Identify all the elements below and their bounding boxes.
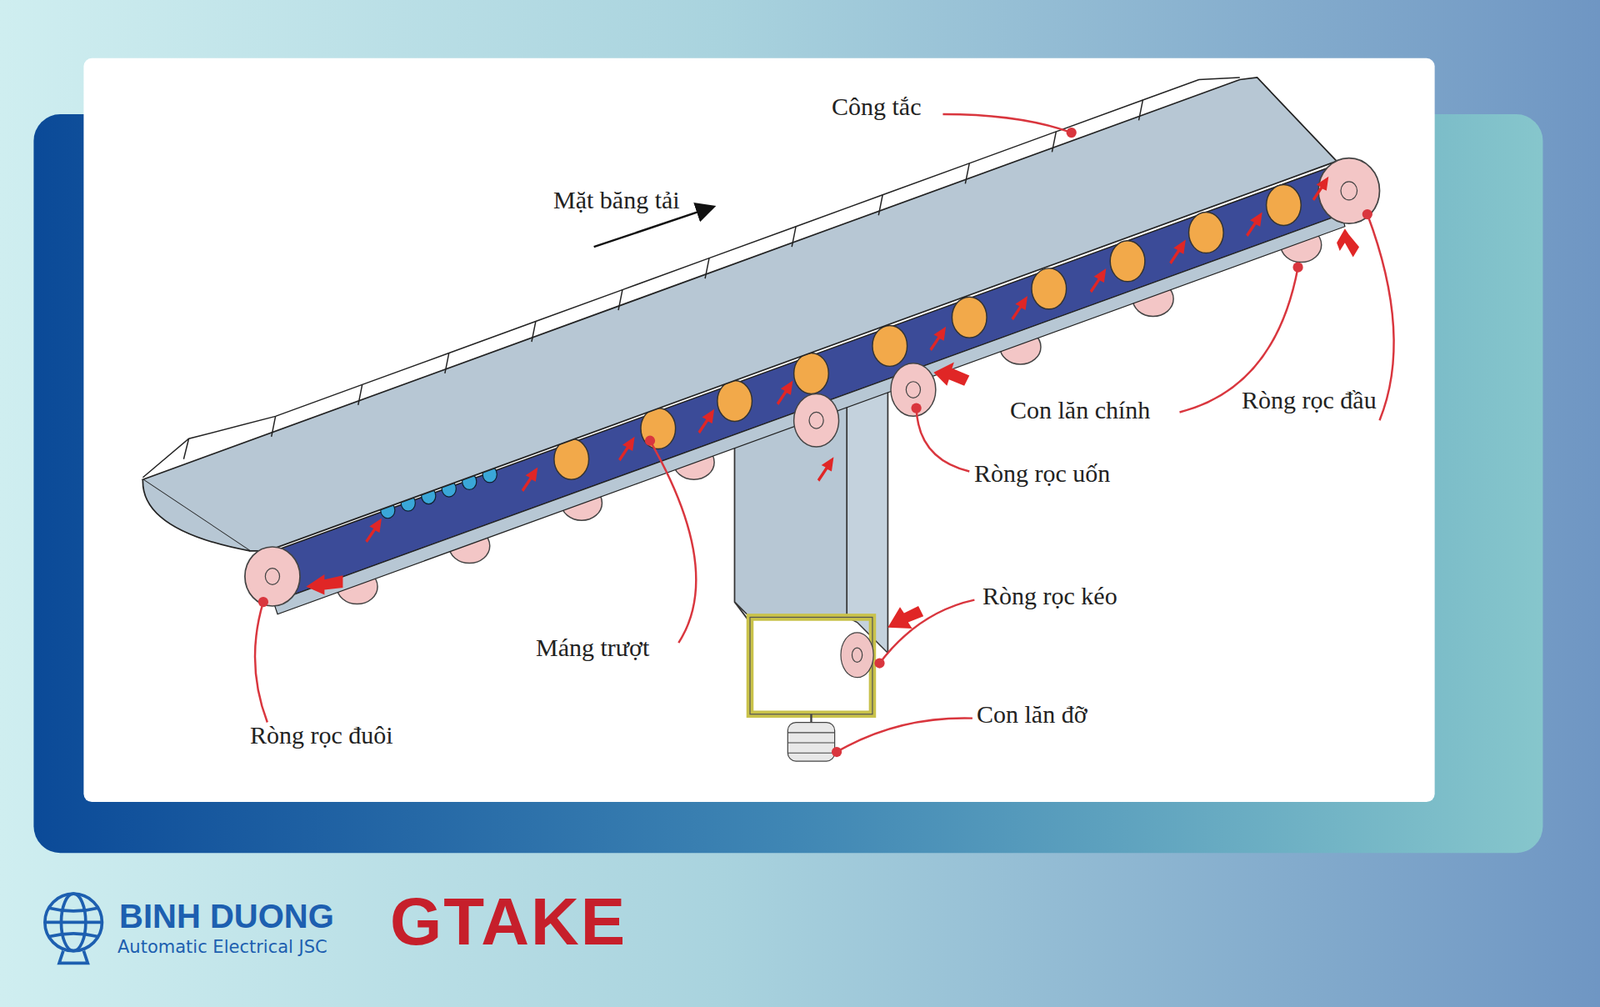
part-label: Con lăn chính: [1010, 395, 1150, 425]
part-label: Máng trượt: [535, 632, 650, 663]
part-label: Ròng rọc kéo: [982, 580, 1118, 611]
part-label: Mặt băng tải: [553, 185, 680, 215]
brand-logo: GTAKE: [390, 881, 627, 962]
part-label: Ròng rọc đầu: [1241, 385, 1377, 415]
brand-subtitle: Automatic Electrical JSC: [117, 936, 328, 958]
part-label: Ròng rọc uốn: [974, 458, 1110, 489]
brand-name: BINH DUONG: [119, 895, 335, 936]
part-label: Ròng rọc đuôi: [250, 720, 394, 750]
part-label: Công tắc: [831, 91, 921, 122]
part-label: Con lăn đỡ: [976, 699, 1088, 730]
